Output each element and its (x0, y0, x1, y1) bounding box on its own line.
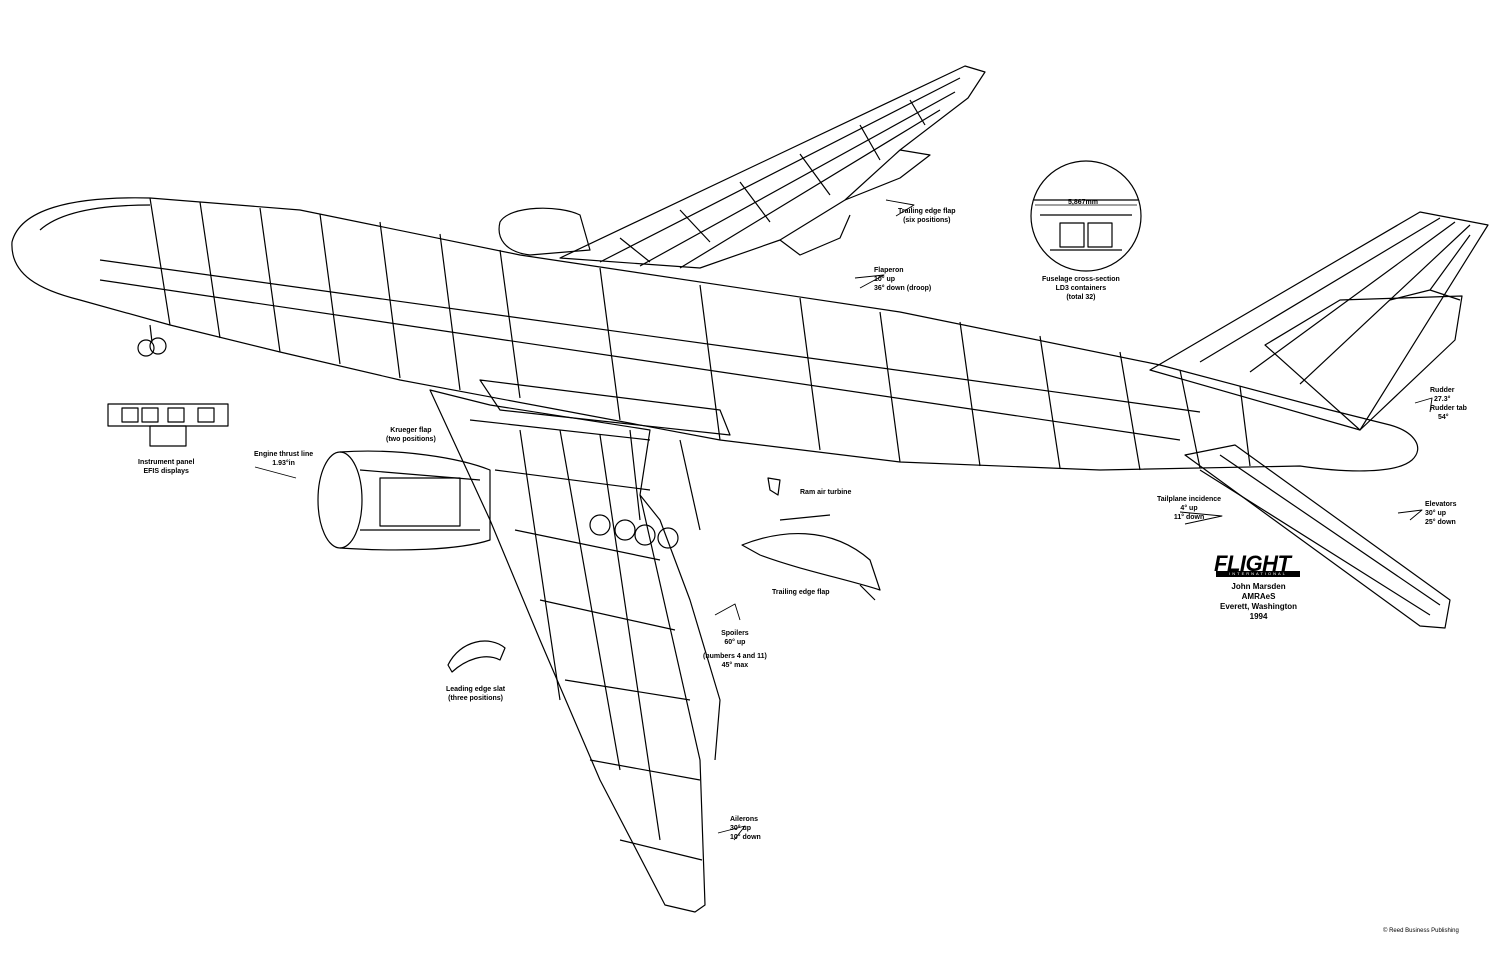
label-line: Krueger flap (390, 427, 432, 434)
lower-wing (429, 389, 721, 913)
angle-markers (254, 199, 1433, 841)
label-line: 10° up (874, 276, 896, 283)
label-line: 30° up (730, 825, 752, 832)
label-line: 25° down (1425, 519, 1456, 526)
leading-edge-slat-label: Leading edge slat (three positions) (446, 685, 505, 703)
near-engine (317, 450, 491, 551)
label-line: 27.3° (1434, 396, 1451, 403)
label-line: (total 32) (1066, 294, 1096, 301)
flight-logo-subtitle: INTERNATIONAL (1216, 571, 1300, 577)
fuselage-cross-section-inset (1030, 160, 1142, 272)
ram-air-turbine (767, 477, 781, 496)
horizontal-tailplane (1184, 295, 1463, 629)
label-line: (three positions) (448, 695, 503, 702)
upper-engine (498, 207, 591, 256)
rudder-label: Rudder 27.3° Rudder tab 54° (1430, 386, 1467, 422)
label-line: Elevators (1425, 501, 1457, 508)
ram-air-turbine-label: Ram air turbine (800, 489, 852, 496)
artist-credit: John Marsden AMRAeS Everett, Washington … (1220, 582, 1297, 622)
trailing-edge-flap-top-label: Trailing edge flap (six positions) (898, 207, 956, 225)
label-line: Instrument panel (138, 459, 195, 466)
main-gear (589, 429, 701, 549)
label-line: 1.93°in (272, 460, 295, 467)
engine-thrust-label: Engine thrust line 1.93°in (254, 450, 313, 468)
krueger-flap-label: Krueger flap (two positions) (386, 426, 436, 444)
elevators-label: Elevators 30° up 25° down (1425, 500, 1457, 527)
instrument-panel-label: Instrument panel EFIS displays (138, 458, 194, 476)
label-line: Flaperon (874, 267, 904, 274)
upper-wing (559, 65, 986, 269)
credit-line: AMRAeS (1241, 592, 1276, 601)
label-line: EFIS displays (143, 468, 189, 475)
flaperon-label: Flaperon 10° up 36° down (droop) (874, 266, 931, 293)
ailerons-label: Ailerons 30° up 10° down (730, 815, 761, 842)
label-line: LD3 containers (1055, 285, 1107, 292)
label-line: 54° (1438, 414, 1449, 421)
label-line: 11° down (1173, 514, 1205, 521)
label-line: Fuselage cross-section (1042, 276, 1120, 283)
credit-line: 1994 (1249, 612, 1268, 621)
trailing-edge-flap-inset (741, 514, 881, 601)
credit-line: Everett, Washington (1220, 602, 1298, 611)
copyright-notice: © Reed Business Publishing (1383, 928, 1459, 934)
label-line: (six positions) (903, 217, 951, 224)
label-line: Leading edge slat (446, 686, 506, 693)
tailplane-incidence-label: Tailplane incidence 4° up 11° down (1157, 495, 1221, 522)
label-line: Trailing edge flap (898, 208, 956, 215)
instrument-panel-inset (107, 403, 229, 447)
label-line: Spoilers (721, 630, 749, 637)
label-line: 36° down (droop) (874, 285, 932, 292)
label-line: 4° up (1180, 505, 1198, 512)
credit-line: John Marsden (1231, 582, 1286, 591)
label-line: Engine thrust line (254, 451, 314, 458)
label-line: Rudder tab (1430, 405, 1467, 412)
label-line: (two positions) (386, 436, 436, 443)
trailing-edge-flap-label: Trailing edge flap (772, 589, 830, 596)
label-line: Ailerons (730, 816, 759, 823)
leading-edge-slat-inset (447, 640, 506, 673)
fuselage (11, 197, 1419, 472)
label-line: 30° up (1425, 510, 1447, 517)
nose-gear (137, 324, 167, 357)
label-line: 10° down (730, 834, 761, 841)
spoilers-label: Spoilers 60° up (numbers 4 and 11) 45° m… (703, 629, 767, 670)
label-line: 60° up (724, 639, 746, 646)
label-line: Rudder (1430, 387, 1455, 394)
vertical-fin (1149, 211, 1489, 431)
cross-section-dimension: 5,867mm (1068, 199, 1098, 206)
label-line: (numbers 4 and 11) (703, 653, 767, 660)
fuselage-cross-section-label: Fuselage cross-section LD3 containers (t… (1042, 275, 1120, 302)
label-line: 45° max (721, 662, 749, 669)
label-line: Tailplane incidence (1157, 496, 1222, 503)
